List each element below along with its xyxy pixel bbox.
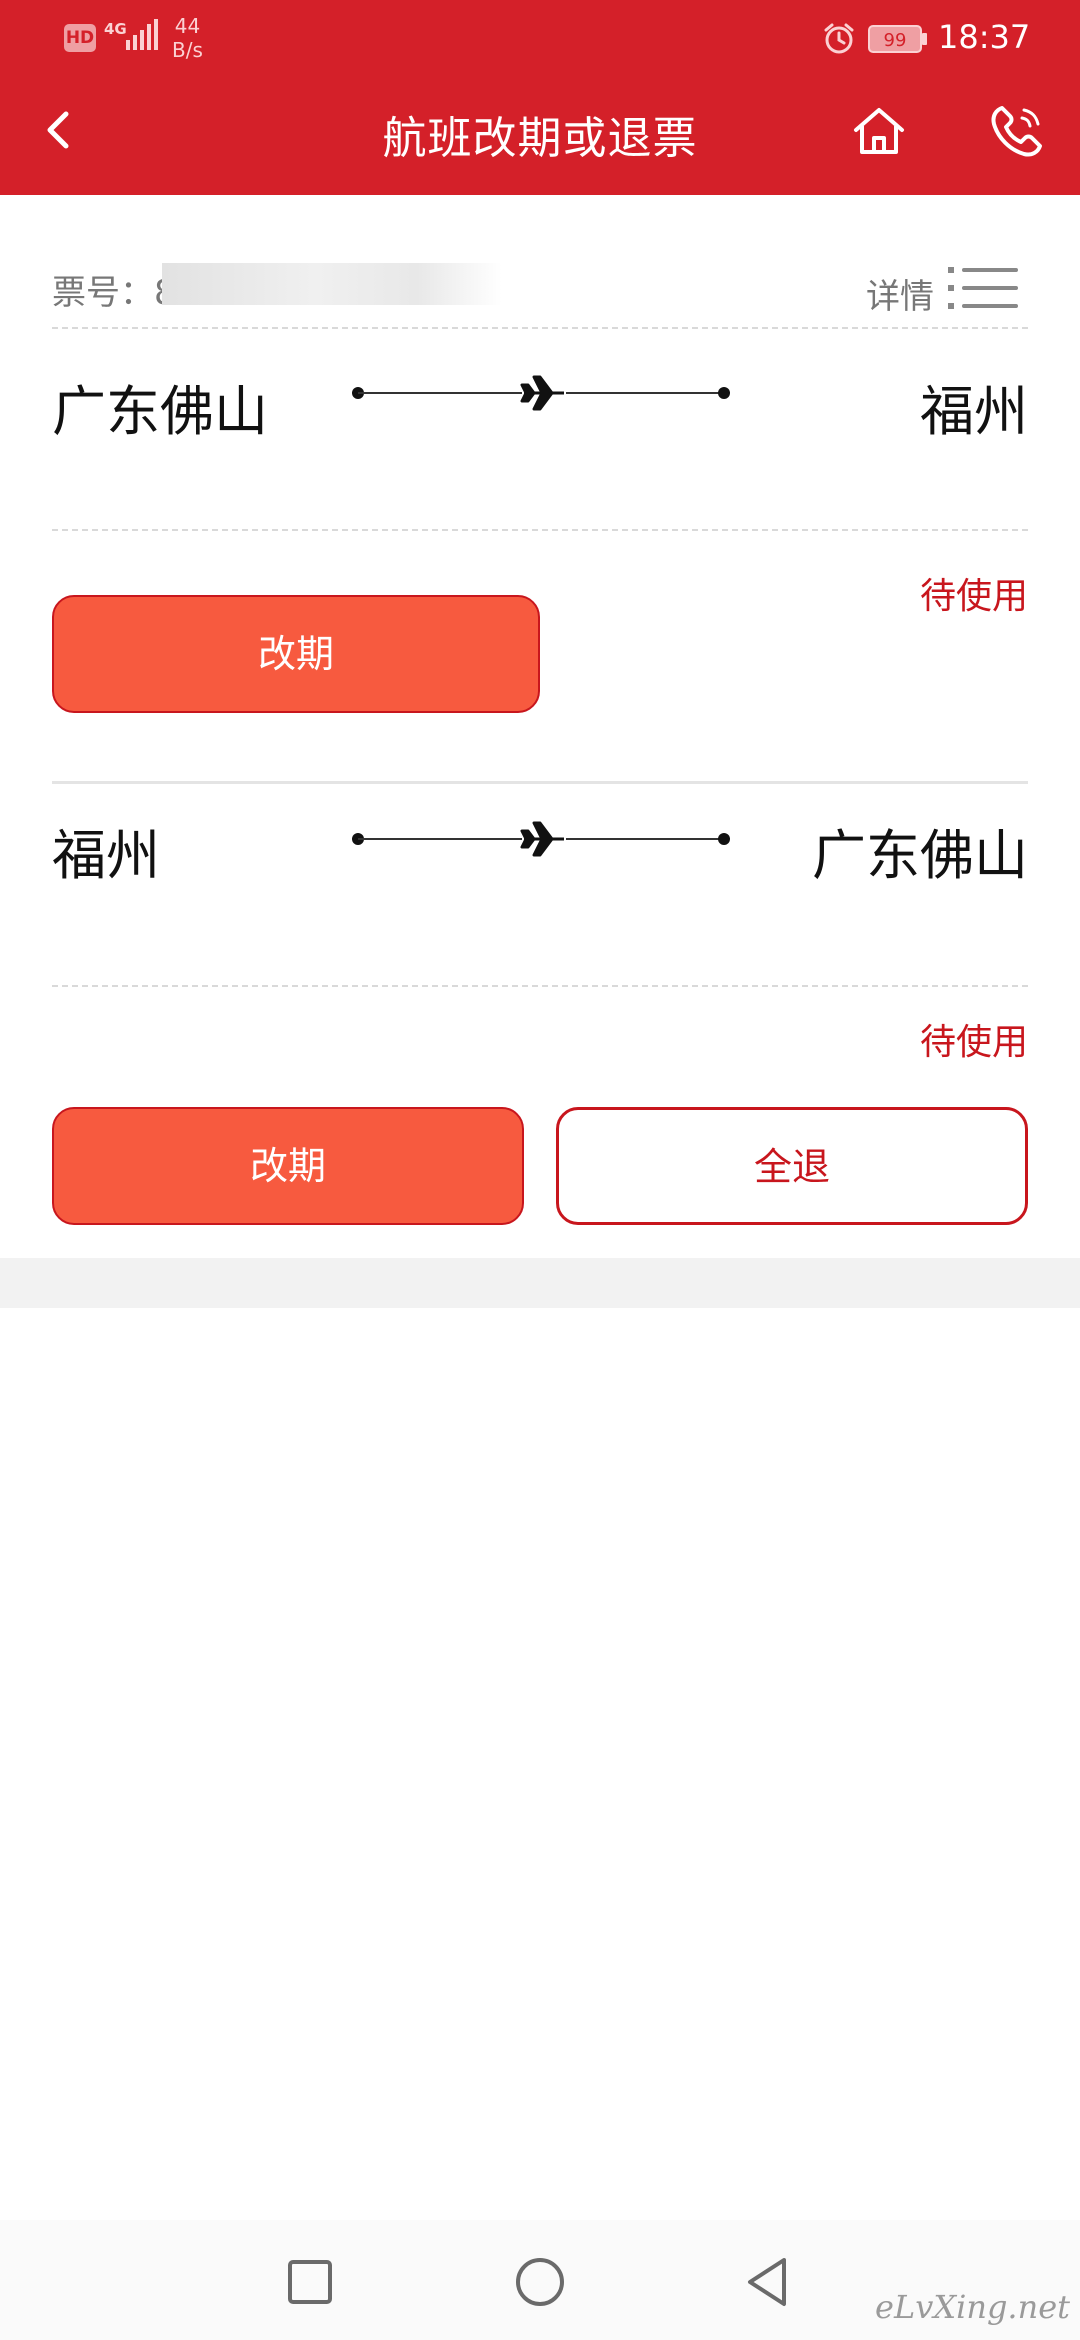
page-title: 航班改期或退票	[382, 113, 698, 164]
alarm-icon	[824, 23, 854, 54]
ticket-number-redacted	[162, 263, 502, 305]
section-spacer	[0, 1258, 1080, 1308]
flight-1-destination: 福州	[920, 380, 1028, 443]
network-speed: 44 B/s	[172, 14, 203, 62]
ticket-number-row: 票号：8 详情	[52, 257, 1028, 317]
clock: 18:37	[938, 18, 1031, 56]
signal-icon	[126, 19, 158, 50]
status-bar: HD 4G 44 B/s 99 18:37	[0, 0, 1080, 72]
watermark: eLvXing.net	[875, 2288, 1070, 2326]
divider	[52, 327, 1028, 329]
plane-icon	[520, 821, 564, 857]
divider	[52, 529, 1028, 531]
back-icon[interactable]	[30, 100, 90, 160]
flight-2-route	[352, 821, 730, 857]
battery-icon: 99	[868, 25, 927, 53]
network-type: 4G	[104, 20, 127, 38]
flight-1-reschedule-button[interactable]: 改期	[52, 595, 540, 713]
battery-level: 99	[884, 30, 907, 51]
flight-2-refund-all-button[interactable]: 全退	[556, 1107, 1028, 1225]
ticket-label: 票号：8	[52, 273, 176, 313]
section-separator	[52, 781, 1028, 784]
app-header: HD 4G 44 B/s 99 18:37 航班改期或退票	[0, 0, 1080, 195]
flight-2-origin: 福州	[52, 824, 160, 887]
flight-1-status: 待使用	[919, 576, 1028, 617]
flight-1-origin: 广东佛山	[52, 380, 268, 443]
flight-change-panel: 票号：8 详情 广东佛山 福州 待使用 改期 福州	[0, 195, 1080, 1255]
divider	[52, 985, 1028, 987]
navigation-bar: 航班改期或退票	[0, 72, 1080, 195]
details-label: 详情	[866, 277, 934, 317]
plane-icon	[520, 375, 564, 411]
flight-1-route	[352, 375, 730, 411]
flight-2-status: 待使用	[919, 1022, 1028, 1063]
system-navigation-bar: eLvXing.net	[0, 2220, 1080, 2340]
circle-icon[interactable]	[514, 2256, 566, 2308]
home-icon[interactable]	[846, 98, 912, 164]
hd-badge: HD	[64, 24, 96, 52]
triangle-back-icon[interactable]	[744, 2256, 790, 2308]
flight-2-reschedule-button[interactable]: 改期	[52, 1107, 524, 1225]
flight-2-destination: 广东佛山	[812, 824, 1028, 887]
phone-icon[interactable]	[984, 98, 1050, 164]
list-icon	[948, 267, 1018, 309]
square-icon[interactable]	[287, 2259, 333, 2305]
